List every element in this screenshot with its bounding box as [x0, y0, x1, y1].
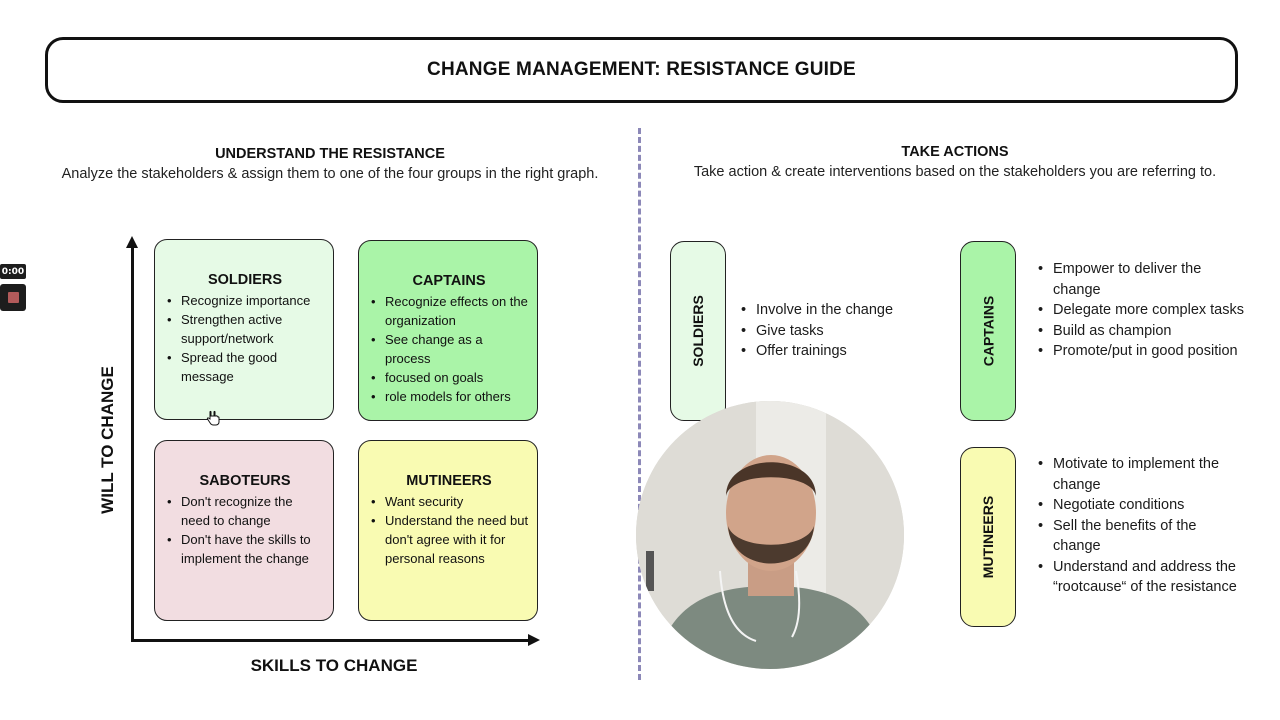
captains-actions-list: Empower to deliver the change Delegate m… — [1037, 259, 1247, 362]
page-title: CHANGE MANAGEMENT: RESISTANCE GUIDE — [427, 59, 856, 80]
list-item: Spread the good message — [165, 348, 325, 386]
list-item: Don't have the skills to implement the c… — [165, 530, 325, 568]
list-item: Sell the benefits of the change — [1037, 516, 1247, 557]
list-item: Delegate more complex tasks — [1037, 300, 1247, 321]
list-item: See change as a process — [369, 330, 529, 368]
pill-label: MUTINEERS — [980, 495, 997, 579]
soldiers-actions-list: Involve in the change Give tasks Offer t… — [740, 300, 950, 362]
list-item: Offer trainings — [740, 341, 950, 362]
list-item: Don't recognize the need to change — [165, 492, 325, 530]
list-item: Want security — [369, 492, 529, 511]
dashed-divider — [638, 128, 641, 680]
title-banner: CHANGE MANAGEMENT: RESISTANCE GUIDE — [45, 37, 1238, 103]
pill-label: CAPTAINS — [980, 295, 996, 367]
webcam-overlay[interactable] — [636, 401, 904, 669]
quadrant-list: Recognize effects on the organization Se… — [369, 292, 529, 406]
list-item: Motivate to implement the change — [1037, 454, 1247, 495]
action-pill-captains: CAPTAINS — [960, 241, 1016, 421]
quadrant-captains: CAPTAINS Recognize effects on the organi… — [358, 240, 538, 421]
actions-subtitle: Take action & create interventions based… — [693, 164, 1217, 180]
recording-timer: 0:00 — [0, 264, 26, 279]
list-item: Build as champion — [1037, 321, 1247, 342]
list-item: Involve in the change — [740, 300, 950, 321]
y-axis-label: WILL TO CHANGE — [98, 366, 117, 514]
stop-icon — [7, 292, 19, 303]
list-item: Strengthen active support/network — [165, 310, 325, 348]
stop-recording-button[interactable] — [0, 284, 26, 311]
understand-section-header: UNDERSTAND THE RESISTANCE Analyze the st… — [20, 146, 640, 182]
list-item: Negotiate conditions — [1037, 495, 1247, 516]
quadrant-list: Recognize importance Strengthen active s… — [165, 291, 325, 386]
quadrant-title: MUTINEERS — [406, 473, 492, 489]
y-axis-line — [131, 244, 134, 642]
list-item: Recognize effects on the organization — [369, 292, 529, 330]
y-axis-arrow-icon — [126, 236, 138, 248]
x-axis-line — [131, 639, 531, 642]
list-item: Understand the need but don't agree with… — [369, 511, 529, 568]
action-pill-soldiers: SOLDIERS — [670, 241, 726, 421]
actions-title: TAKE ACTIONS — [901, 144, 1009, 160]
understand-title: UNDERSTAND THE RESISTANCE — [215, 146, 445, 162]
action-pill-mutineers: MUTINEERS — [960, 447, 1016, 627]
list-item: Recognize importance — [165, 291, 325, 310]
quadrant-soldiers: SOLDIERS Recognize importance Strengthen… — [154, 239, 334, 420]
presenter-video-icon — [636, 401, 904, 669]
quadrant-list: Want security Understand the need but do… — [369, 492, 529, 568]
list-item: Give tasks — [740, 321, 950, 342]
mutineers-actions-list: Motivate to implement the change Negotia… — [1037, 454, 1247, 598]
quadrant-mutineers: MUTINEERS Want security Understand the n… — [358, 440, 538, 621]
list-item: Understand and address the “rootcause“ o… — [1037, 557, 1247, 598]
understand-subtitle: Analyze the stakeholders & assign them t… — [61, 166, 599, 182]
actions-section-header: TAKE ACTIONS Take action & create interv… — [650, 144, 1260, 180]
list-item: Empower to deliver the change — [1037, 259, 1247, 300]
hand-cursor-icon — [206, 410, 220, 426]
quadrant-saboteurs: SABOTEURS Don't recognize the need to ch… — [154, 440, 334, 621]
x-axis-arrow-icon — [528, 634, 540, 646]
list-item: role models for others — [369, 387, 529, 406]
list-item: Promote/put in good position — [1037, 341, 1247, 362]
quadrant-title: SOLDIERS — [207, 272, 283, 288]
quadrant-title: CAPTAINS — [412, 273, 486, 289]
quadrant-title: SABOTEURS — [199, 473, 291, 489]
x-axis-label: SKILLS TO CHANGE — [250, 656, 418, 675]
quadrant-list: Don't recognize the need to change Don't… — [165, 492, 325, 568]
pill-label: SOLDIERS — [690, 295, 707, 367]
list-item: focused on goals — [369, 368, 529, 387]
